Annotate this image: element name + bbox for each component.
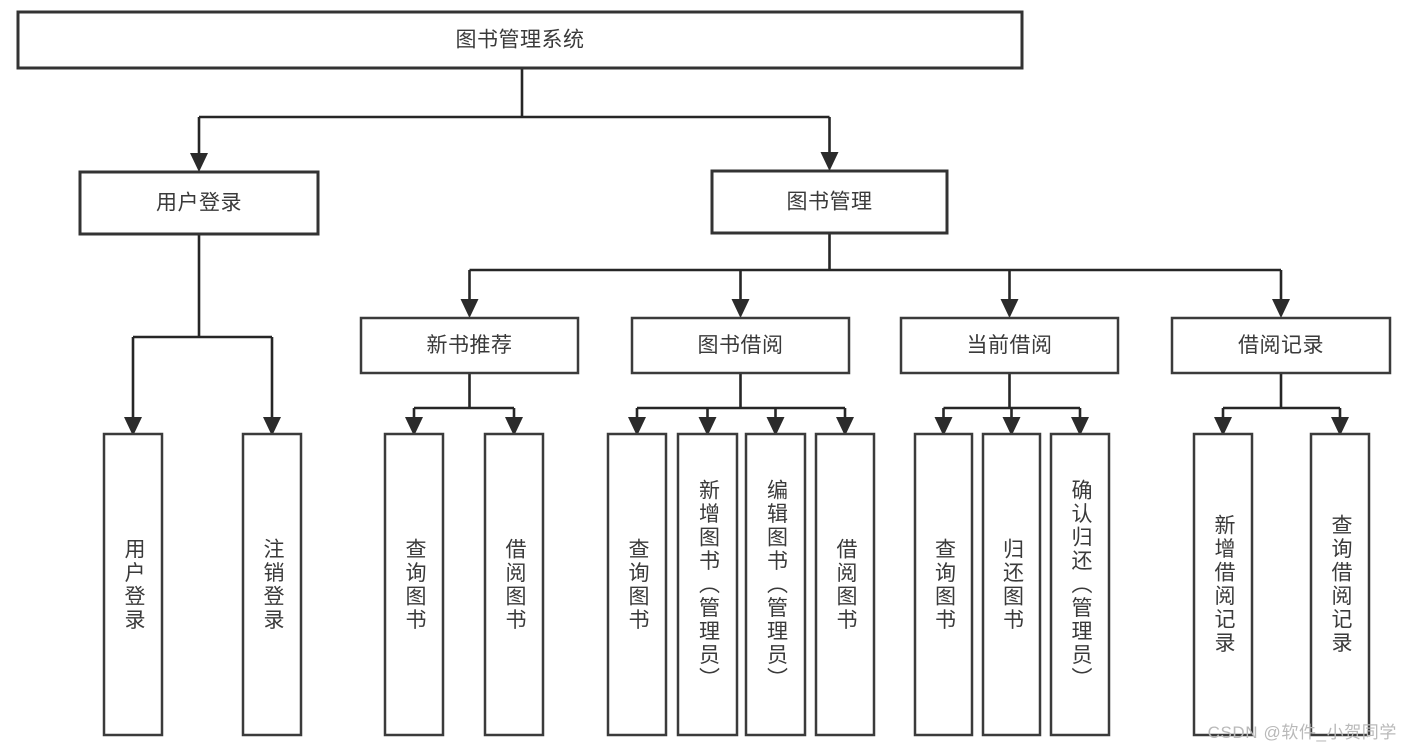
node-box-level2-0[interactable] xyxy=(78,170,320,236)
csdn-watermark: CSDN @软件_小贺同学 xyxy=(1207,723,1397,742)
arrow-down-icon-leaf-0-0 xyxy=(124,417,142,436)
node-box-leaf-1[interactable] xyxy=(241,432,303,737)
arrow-down-icon-leaf-1-1 xyxy=(505,417,523,436)
arrow-down-icon-l2-1 xyxy=(820,152,839,171)
arrow-down-icon-leaf-2-1 xyxy=(698,417,717,436)
arrow-down-icon-leaf-2-0 xyxy=(628,417,646,436)
node-box-level2-1[interactable] xyxy=(710,169,949,235)
node-box-level3-0[interactable] xyxy=(359,316,580,375)
arrow-down-icon-leaf-1-0 xyxy=(405,417,423,436)
connector-layer xyxy=(124,68,1349,436)
node-box-leaf-12[interactable] xyxy=(1309,432,1371,737)
arrow-down-icon-l2-0 xyxy=(190,153,208,172)
arrow-down-icon-leaf-3-2 xyxy=(1071,417,1089,436)
node-box-layer[interactable] xyxy=(16,10,1392,737)
node-box-leaf-8[interactable] xyxy=(913,432,974,737)
arrow-down-icon-l3-3 xyxy=(1272,299,1290,318)
node-box-leaf-9[interactable] xyxy=(981,432,1042,737)
node-box-leaf-3[interactable] xyxy=(483,432,545,737)
arrow-down-icon-leaf-3-1 xyxy=(1002,417,1021,436)
node-box-leaf-7[interactable] xyxy=(814,432,876,737)
node-label-level3-1: 图书借阅 xyxy=(698,334,784,357)
arrow-down-icon-l3-2 xyxy=(1000,299,1019,318)
arrow-down-icon-l3-1 xyxy=(731,299,750,318)
node-box-leaf-5[interactable] xyxy=(676,432,739,737)
node-box-leaf-10[interactable] xyxy=(1049,432,1111,737)
node-label-level3-3: 借阅记录 xyxy=(1238,334,1324,357)
node-label-level2-1: 图书管理 xyxy=(787,191,873,214)
node-box-leaf-4[interactable] xyxy=(606,432,668,737)
node-box-leaf-0[interactable] xyxy=(102,432,164,737)
node-box-leaf-2[interactable] xyxy=(383,432,445,737)
node-label-level3-2: 当前借阅 xyxy=(967,334,1053,357)
node-box-level3-2[interactable] xyxy=(899,316,1120,375)
node-box-leaf-11[interactable] xyxy=(1192,432,1254,737)
node-box-root[interactable] xyxy=(16,10,1024,70)
arrow-down-icon-leaf-2-3 xyxy=(836,417,854,436)
arrow-down-icon-leaf-4-1 xyxy=(1331,417,1349,436)
node-box-level3-3[interactable] xyxy=(1170,316,1392,375)
arrow-down-icon-leaf-0-1 xyxy=(263,417,281,436)
arrow-down-icon-leaf-2-2 xyxy=(766,417,785,436)
node-box-level3-1[interactable] xyxy=(630,316,851,375)
node-label-level3-0: 新书推荐 xyxy=(427,334,513,357)
arrow-down-icon-leaf-4-0 xyxy=(1214,417,1232,436)
node-box-leaf-6[interactable] xyxy=(744,432,807,737)
arrow-down-icon-l3-0 xyxy=(460,299,479,318)
arrow-down-icon-leaf-3-0 xyxy=(934,417,953,436)
node-label-level2-0: 用户登录 xyxy=(156,192,242,215)
node-label-root: 图书管理系统 xyxy=(456,29,585,52)
